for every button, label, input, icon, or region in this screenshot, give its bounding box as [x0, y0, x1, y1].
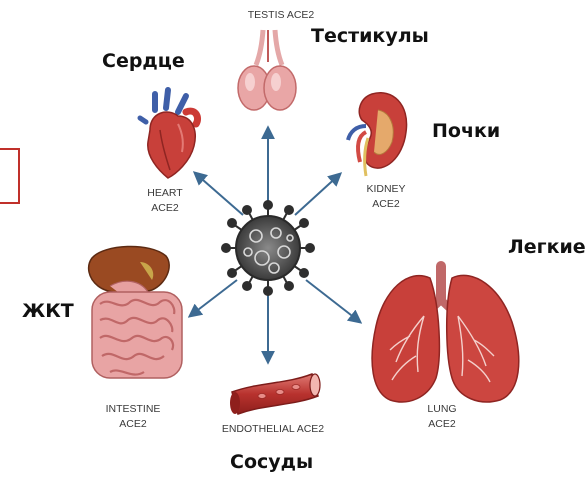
lung-icon [372, 266, 519, 402]
intestine-icon [89, 246, 182, 378]
label-kidney-ace2-line2: ACE2 [361, 197, 411, 212]
label-heart-ace2-line2: ACE2 [140, 201, 190, 216]
label-kidneys: Почки [432, 120, 500, 142]
label-testicles: Тестикулы [311, 25, 429, 47]
heart-icon [140, 90, 198, 178]
label-kidney-ace2: KIDNEY ACE2 [361, 182, 411, 212]
label-vessels: Сосуды [230, 451, 313, 473]
label-lung-ace2-line2: ACE2 [422, 417, 462, 432]
label-intestine-ace2-line1: INTESTINE [93, 402, 173, 417]
kidney-icon [348, 93, 407, 176]
label-heart: Сердце [102, 50, 185, 72]
label-intestine-ace2: INTESTINE ACE2 [93, 402, 173, 432]
label-gi-tract: ЖКТ [22, 300, 74, 322]
arrow-to-lung [306, 280, 360, 322]
testis-icon [238, 30, 296, 110]
highlight-frame [0, 148, 20, 204]
label-endothelial-ace2: ENDOTHELIAL ACE2 [210, 422, 336, 437]
label-heart-ace2-line1: HEART [140, 186, 190, 201]
label-lung-ace2-line1: LUNG [422, 402, 462, 417]
arrow-to-heart [195, 173, 243, 215]
label-testis-ace2: TESTIS ACE2 [236, 8, 326, 23]
label-intestine-ace2-line2: ACE2 [93, 417, 173, 432]
label-lung-ace2: LUNG ACE2 [422, 402, 462, 432]
label-kidney-ace2-line1: KIDNEY [361, 182, 411, 197]
arrow-to-intestine [190, 280, 237, 316]
arrow-to-kidney [295, 174, 340, 215]
blood-vessel-icon [230, 374, 320, 414]
label-heart-ace2: HEART ACE2 [140, 186, 190, 216]
label-lungs: Легкие [508, 236, 586, 258]
